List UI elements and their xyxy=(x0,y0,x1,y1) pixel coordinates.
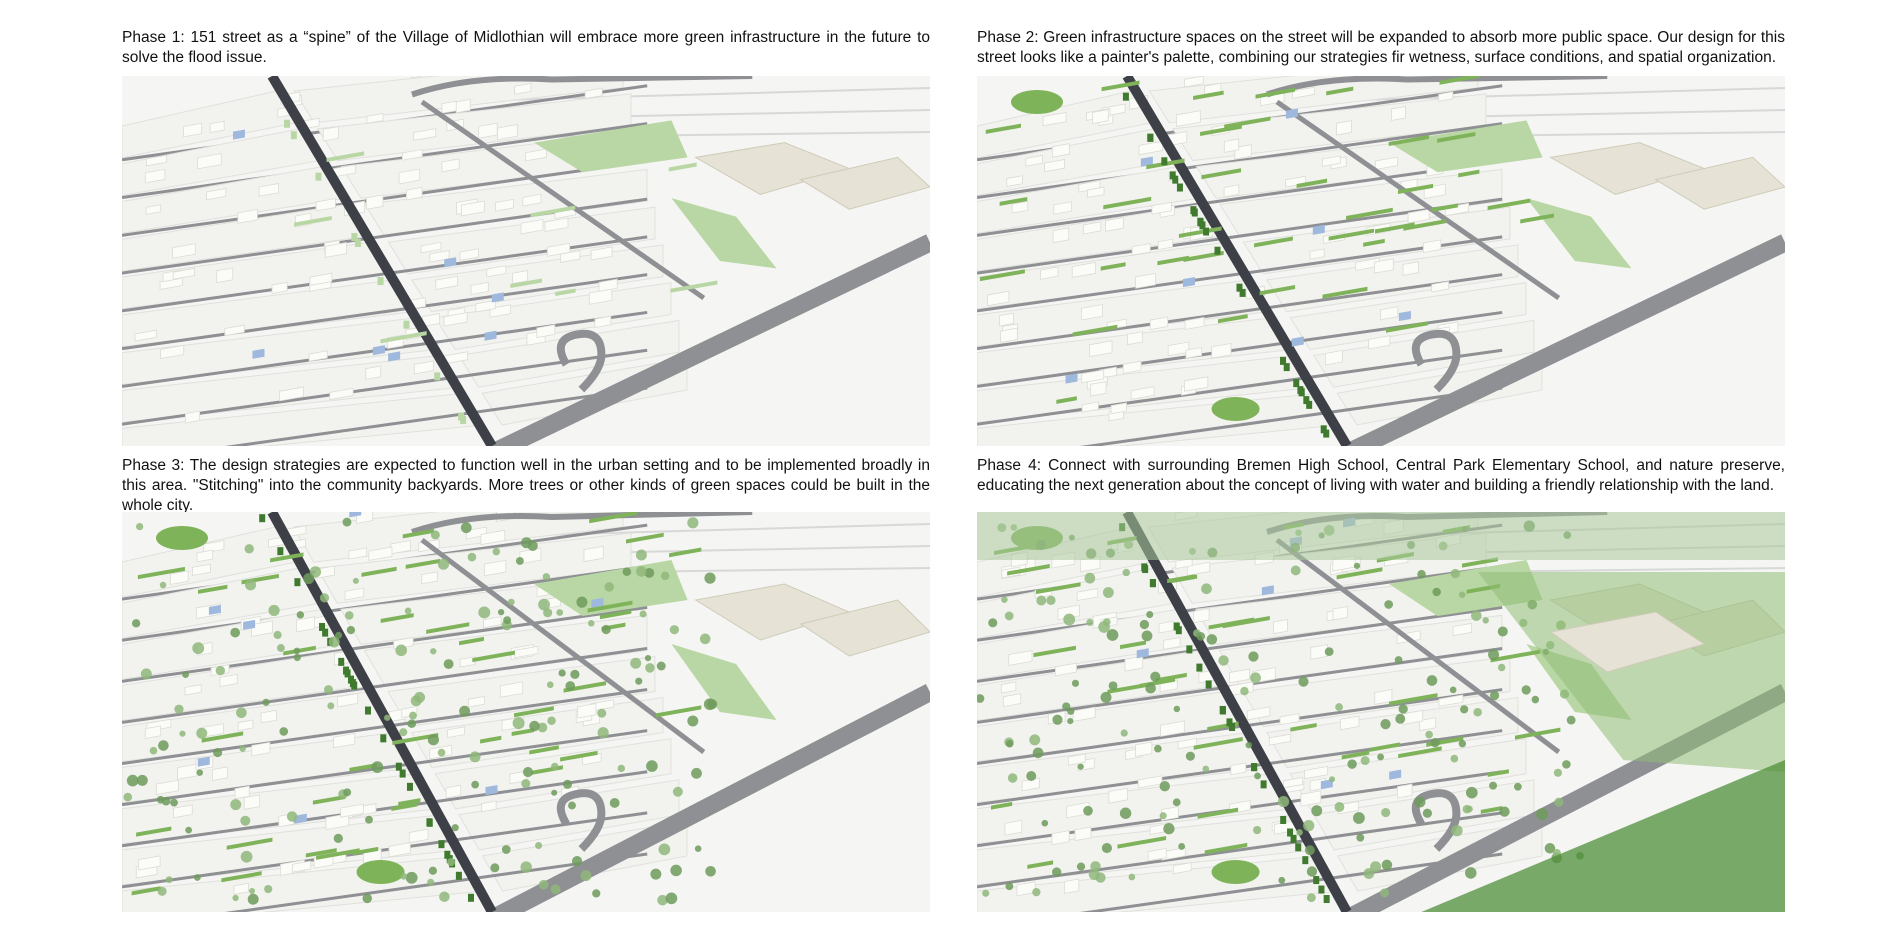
phase-2-map xyxy=(977,76,1785,446)
map-drawing xyxy=(122,512,930,912)
map-drawing xyxy=(977,512,1785,912)
phase-1-map xyxy=(122,76,930,446)
phase-4-map xyxy=(977,512,1785,912)
phase-2-caption: Phase 2: Green infrastructure spaces on … xyxy=(977,29,1785,66)
phase-3-caption: Phase 3: The design strategies are expec… xyxy=(122,457,930,514)
phase-1-caption: Phase 1: 151 street as a “spine” of the … xyxy=(122,29,930,66)
map-drawing xyxy=(977,76,1785,446)
map-drawing xyxy=(122,76,930,446)
phase-3-map xyxy=(122,512,930,912)
phase-4-caption: Phase 4: Connect with surrounding Bremen… xyxy=(977,457,1785,494)
